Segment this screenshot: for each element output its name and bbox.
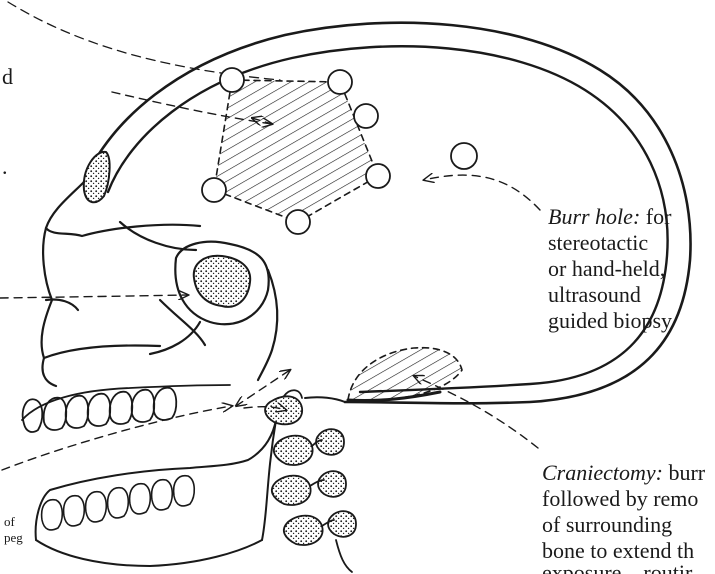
burr-hole-line-2: stereotactic <box>548 230 648 256</box>
orbit-region <box>150 242 277 380</box>
burr-hole-2 <box>328 70 352 94</box>
cropped-small-text-1: of <box>4 514 15 530</box>
craniectomy-line-2: followed by remo <box>542 486 698 512</box>
burr-hole-5 <box>202 178 226 202</box>
burr-hole-line-1: for <box>646 204 672 229</box>
mandible <box>36 420 276 566</box>
burr-hole-label: Burr hole: for <box>548 204 671 230</box>
facial-profile <box>42 182 205 386</box>
burr-hole-line-5: guided biopsy <box>548 308 672 334</box>
burr-hole-line-3: or hand-held, <box>548 256 665 282</box>
frontal-sinus <box>84 152 110 202</box>
burr-hole-3 <box>366 164 390 188</box>
burr-hole-1 <box>220 68 244 92</box>
biopsy-burr-hole <box>451 143 477 169</box>
craniectomy-label: Craniectomy: burr <box>542 460 705 486</box>
craniectomy-line-3: of surrounding <box>542 512 672 538</box>
cropped-text-top: d <box>2 64 13 90</box>
bone-flap <box>202 68 390 234</box>
craniectomy-region <box>348 348 462 401</box>
burr-hole-term: Burr hole: <box>548 204 640 229</box>
burr-hole-4 <box>286 210 310 234</box>
top-left-dashed-curve <box>8 2 280 80</box>
burr-hole-line-4: ultrasound <box>548 282 641 308</box>
cropped-text-dot: . <box>2 154 8 180</box>
craniectomy-line-1: burr <box>668 460 705 485</box>
cervical-vertebrae <box>265 390 356 572</box>
upper-teeth <box>22 385 230 432</box>
cropped-small-text-2: peg <box>4 530 23 546</box>
arrow-to-biopsy-hole <box>424 175 540 210</box>
burr-hole-6 <box>354 104 378 128</box>
craniectomy-term: Craniectomy: <box>542 460 663 485</box>
craniectomy-line-5: exposure – routir <box>542 560 692 574</box>
arrow-to-orbit <box>0 295 188 298</box>
arrow-to-neck <box>2 406 232 470</box>
